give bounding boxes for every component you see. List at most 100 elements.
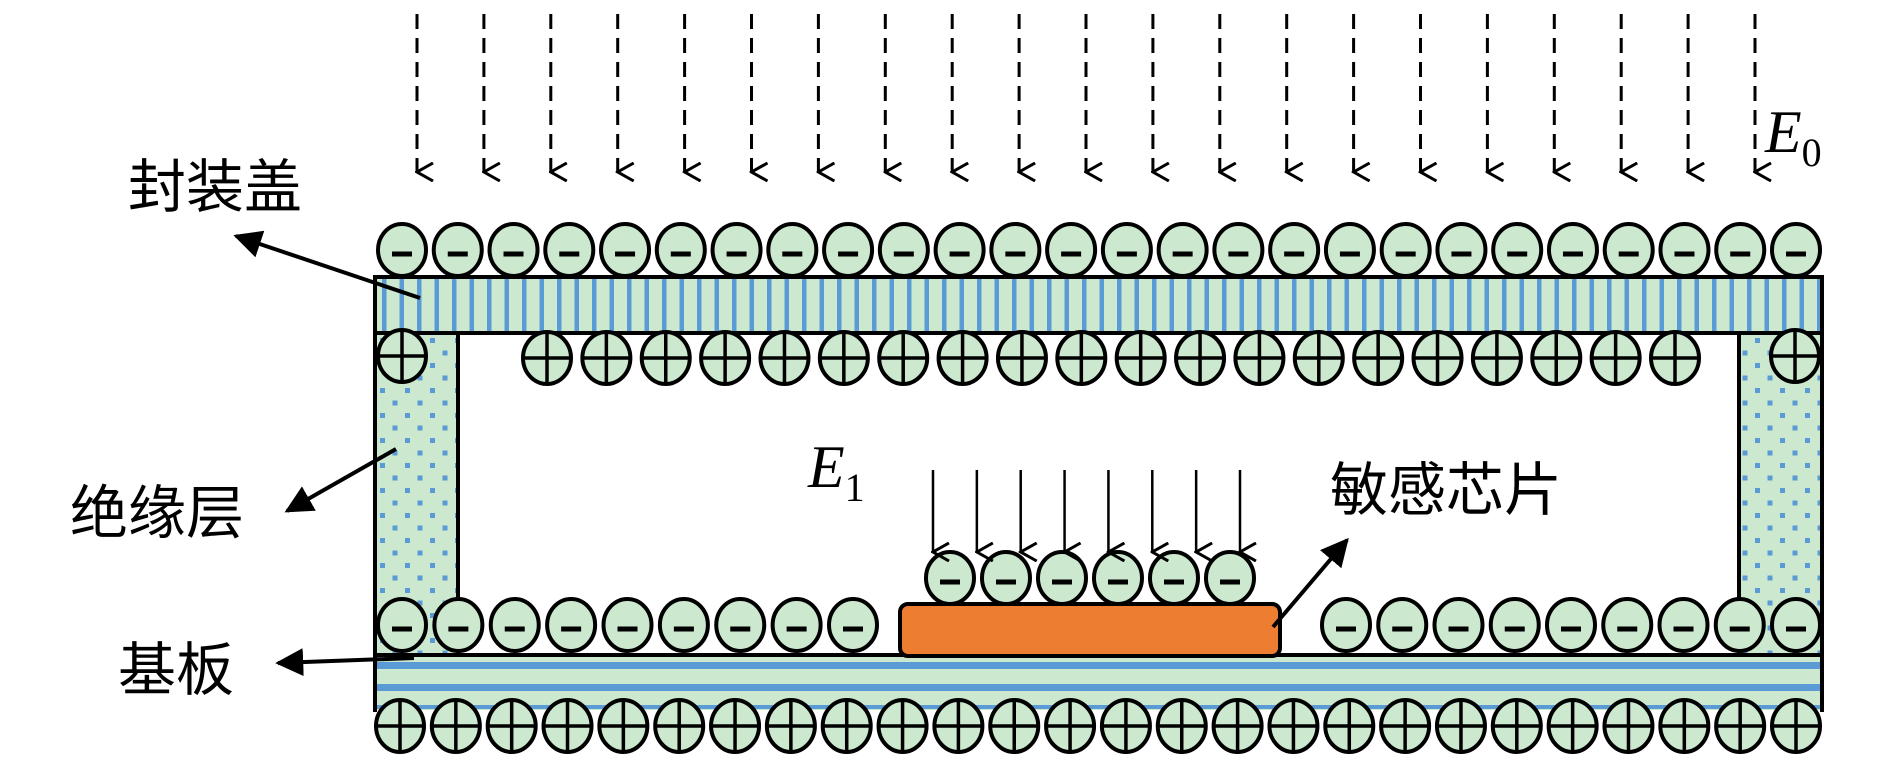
negative-charge (376, 222, 428, 278)
negative-charge (431, 222, 484, 278)
positive-charge (1155, 698, 1208, 754)
cover-bottom-positive-charges (376, 328, 1821, 386)
positive-charge (1530, 330, 1583, 386)
negative-charge (376, 597, 428, 653)
negative-charge (654, 222, 707, 278)
negative-charge (1602, 222, 1655, 278)
negative-charge (1204, 550, 1256, 606)
cover-top-negative-charges (376, 222, 1822, 278)
positive-charge (709, 698, 762, 754)
negative-charge (1491, 222, 1544, 278)
positive-charge (1490, 698, 1543, 754)
negative-charge (822, 222, 875, 278)
negative-charge (1376, 597, 1429, 653)
positive-charge (1379, 698, 1432, 754)
chip-top-negative-charges (924, 550, 1256, 606)
positive-charge (580, 330, 633, 386)
negative-charge (1435, 222, 1488, 278)
negative-charge (980, 550, 1032, 606)
positive-charge (932, 698, 985, 754)
positive-charge (1658, 698, 1711, 754)
negative-charge (710, 222, 763, 278)
negative-charge (1545, 597, 1597, 653)
positive-charge (936, 330, 989, 386)
negative-charge (827, 597, 879, 653)
positive-charge (1174, 330, 1227, 386)
sensitive-chip (898, 602, 1282, 658)
negative-charge (1045, 222, 1098, 278)
positive-charge (1546, 698, 1599, 754)
negative-charge (657, 597, 710, 653)
substrate-bottom-positive-charges (374, 698, 1822, 754)
positive-charge (1602, 698, 1655, 754)
label-cover: 封装盖 (128, 153, 302, 221)
negative-charge (714, 597, 767, 653)
negative-charge (1713, 597, 1766, 653)
positive-charge (1714, 698, 1767, 754)
negative-charge (543, 222, 596, 278)
negative-charge (1212, 222, 1265, 278)
positive-charge (877, 330, 930, 386)
positive-charge (1233, 330, 1286, 386)
negative-charge (1379, 222, 1432, 278)
positive-charge (374, 698, 426, 754)
insulator-pointer-arrow (284, 447, 397, 513)
negative-charge (1148, 550, 1200, 606)
positive-charge (485, 698, 538, 754)
positive-charge (429, 698, 482, 754)
negative-charge (599, 222, 652, 278)
negative-charge (601, 597, 654, 653)
positive-charge (1770, 698, 1822, 754)
positive-charge (1589, 330, 1642, 386)
negative-charge (1323, 222, 1376, 278)
negative-charge (770, 597, 823, 653)
positive-charge (1323, 698, 1376, 754)
negative-charge (766, 222, 819, 278)
label-insulator: 绝缘层 (70, 479, 244, 547)
negative-charge (1320, 597, 1372, 653)
negative-charge (1770, 597, 1822, 653)
positive-charge (597, 698, 650, 754)
positive-charge (541, 698, 594, 754)
negative-charge (877, 222, 930, 278)
negative-charge (1036, 550, 1088, 606)
positive-charge (376, 328, 428, 384)
package-cover (373, 275, 1824, 335)
positive-charge (995, 330, 1048, 386)
positive-charge (988, 698, 1041, 754)
negative-charge (1770, 222, 1822, 278)
positive-charge (1649, 330, 1701, 386)
negative-charge (1658, 222, 1711, 278)
field-label-e0: E0 (1764, 99, 1822, 175)
negative-charge (933, 222, 986, 278)
negative-charge (1488, 597, 1541, 653)
substrate-top-negative-charges (376, 597, 1822, 653)
negative-charge (924, 550, 976, 606)
negative-charge (1432, 597, 1485, 653)
field-label-e1: E1 (807, 434, 865, 510)
negative-charge (1092, 550, 1144, 606)
negative-charge (1657, 597, 1710, 653)
cover-pointer-arrow (233, 230, 421, 300)
outer-field-arrows (417, 14, 1755, 172)
positive-charge (764, 698, 817, 754)
positive-charge (1470, 330, 1523, 386)
inner-field-arrows (933, 470, 1240, 552)
positive-charge (1769, 328, 1821, 384)
positive-charge (1352, 330, 1405, 386)
positive-charge (521, 330, 573, 386)
positive-charge (1099, 698, 1152, 754)
chip-pointer-arrow (1271, 537, 1349, 629)
negative-charge (432, 597, 485, 653)
positive-charge (1055, 330, 1108, 386)
positive-charge (1211, 698, 1264, 754)
positive-charge (639, 330, 692, 386)
positive-charge (653, 698, 706, 754)
positive-charge (817, 330, 870, 386)
negative-charge (1601, 597, 1654, 653)
negative-charge (1100, 222, 1153, 278)
positive-charge (1267, 698, 1320, 754)
positive-charge (1044, 698, 1097, 754)
positive-charge (1411, 330, 1464, 386)
negative-charge (487, 222, 540, 278)
